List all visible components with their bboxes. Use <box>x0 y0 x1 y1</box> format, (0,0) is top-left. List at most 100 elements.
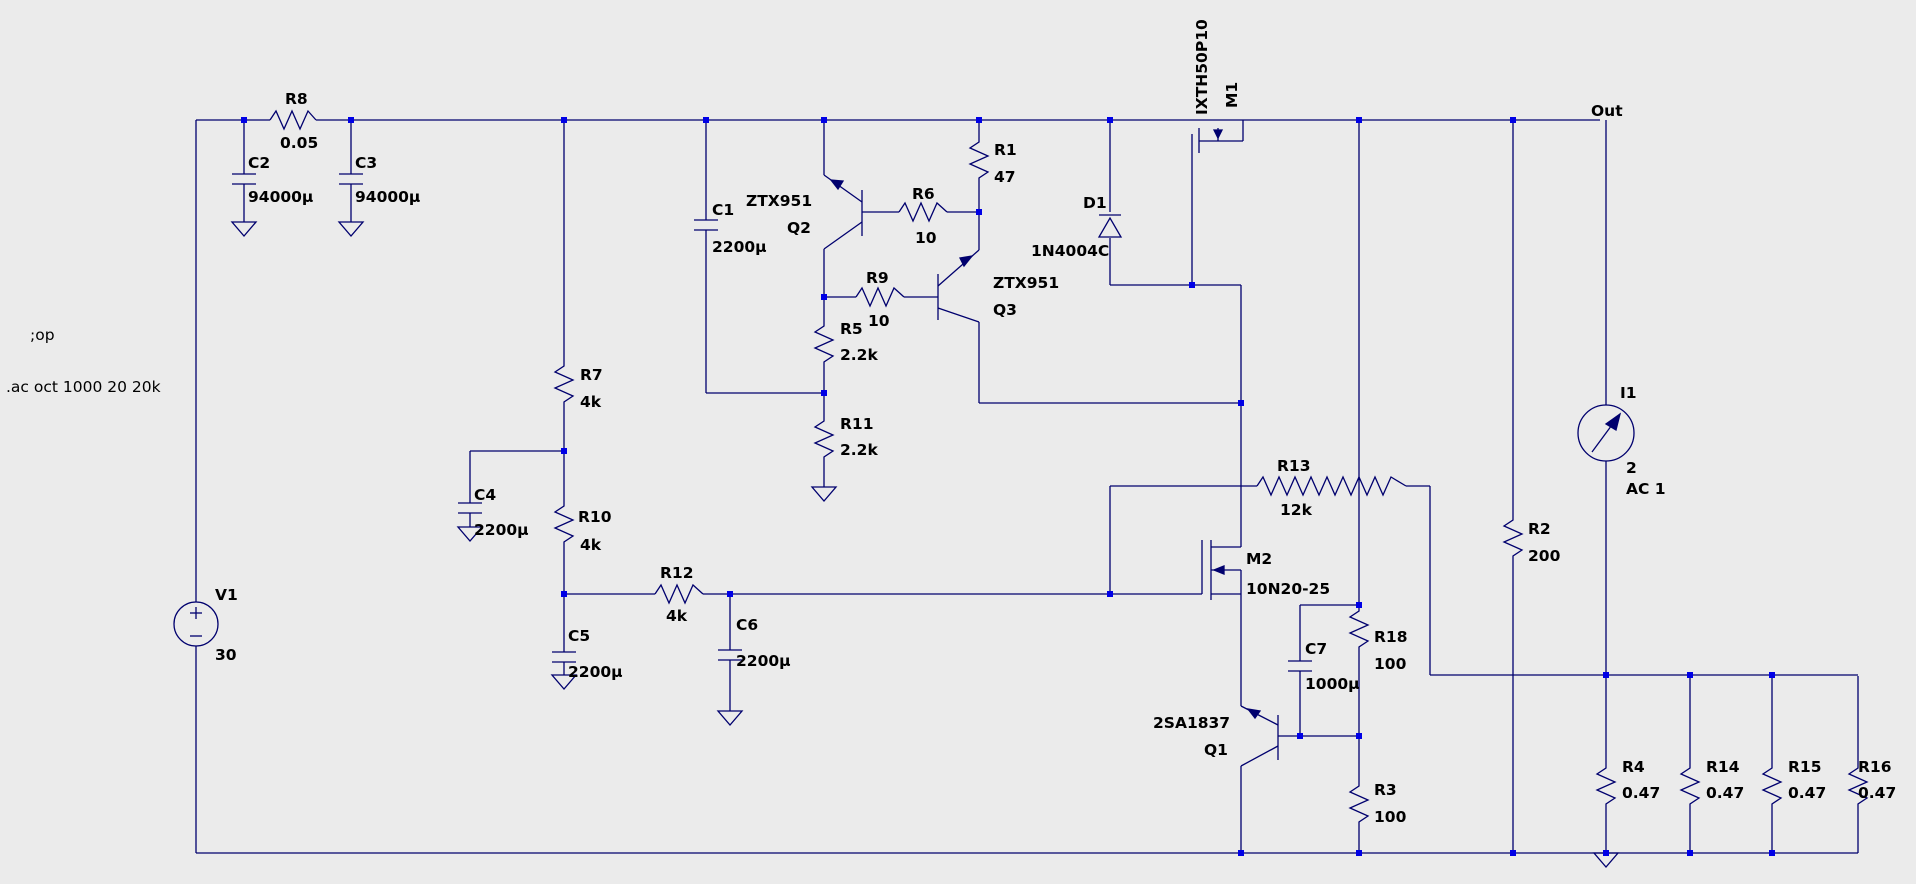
v1-voltage-source-symbol[interactable] <box>173 601 219 647</box>
ground-symbol <box>810 486 838 502</box>
c7-name-label: C7 <box>1305 640 1327 658</box>
r6-resistor-symbol[interactable] <box>898 201 948 223</box>
c4-capacitor-symbol[interactable] <box>458 502 482 514</box>
r15-name-label: R15 <box>1788 758 1822 776</box>
c1-capacitor-symbol[interactable] <box>694 219 718 231</box>
r8-resistor-symbol[interactable] <box>269 109 317 131</box>
r7-name-label: R7 <box>580 366 603 384</box>
d1-name-label: D1 <box>1083 194 1107 212</box>
op-directive[interactable]: ;op <box>30 326 55 344</box>
r2-resistor-symbol[interactable] <box>1502 514 1524 562</box>
r12-resistor-symbol[interactable] <box>654 583 704 605</box>
ground-symbol <box>550 674 578 690</box>
r11-value-label: 2.2k <box>840 441 878 459</box>
c6-name-label: C6 <box>736 616 758 634</box>
r14-resistor-symbol[interactable] <box>1679 762 1701 810</box>
q3-value-label: ZTX951 <box>993 274 1059 292</box>
r1-value-label: 47 <box>994 168 1016 186</box>
r4-value-label: 0.47 <box>1622 784 1660 802</box>
i1-current-source-symbol[interactable] <box>1577 404 1635 462</box>
r13-name-label: R13 <box>1277 457 1311 475</box>
r18-name-label: R18 <box>1374 628 1408 646</box>
d1-diode-symbol[interactable] <box>1097 214 1123 238</box>
r13-resistor-symbol[interactable] <box>1256 475 1407 497</box>
c7-capacitor-symbol[interactable] <box>1288 660 1312 672</box>
c5-capacitor-symbol[interactable] <box>552 651 576 663</box>
r18-value-label: 100 <box>1374 655 1407 673</box>
r11-name-label: R11 <box>840 415 874 433</box>
m1-mosfet-symbol[interactable] <box>1191 120 1244 155</box>
r16-value-label: 0.47 <box>1858 784 1896 802</box>
c5-value-label: 2200µ <box>568 663 623 681</box>
r12-name-label: R12 <box>660 564 694 582</box>
c2-value-label: 94000µ <box>248 188 313 206</box>
c1-value-label: 2200µ <box>712 238 767 256</box>
r14-value-label: 0.47 <box>1706 784 1744 802</box>
m2-mosfet-symbol[interactable] <box>1201 540 1242 600</box>
c4-value-label: 2200µ <box>474 521 529 539</box>
c5-name-label: C5 <box>568 627 590 645</box>
c2-name-label: C2 <box>248 154 270 172</box>
c1-name-label: C1 <box>712 201 734 219</box>
r6-value-label: 10 <box>915 229 937 247</box>
q3-name-label: Q3 <box>993 301 1017 319</box>
r10-name-label: R10 <box>578 508 612 526</box>
junction-dots <box>241 117 1775 856</box>
v1-name-label: V1 <box>215 586 238 604</box>
net-label-out[interactable]: Out <box>1591 102 1623 120</box>
q1-transistor-symbol[interactable] <box>1240 705 1279 767</box>
c3-capacitor-symbol[interactable] <box>339 173 363 185</box>
r5-name-label: R5 <box>840 320 863 338</box>
r4-name-label: R4 <box>1622 758 1645 776</box>
r16-resistor-symbol[interactable] <box>1847 762 1869 810</box>
c7-value-label: 1000µ <box>1305 675 1360 693</box>
c6-capacitor-symbol[interactable] <box>718 649 742 661</box>
r1-name-label: R1 <box>994 141 1017 159</box>
r2-value-label: 200 <box>1528 547 1561 565</box>
r10-resistor-symbol[interactable] <box>553 500 575 548</box>
c6-value-label: 2200µ <box>736 652 791 670</box>
r10-value-label: 4k <box>580 536 602 554</box>
r1-resistor-symbol[interactable] <box>968 136 990 184</box>
r5-value-label: 2.2k <box>840 346 878 364</box>
r9-resistor-symbol[interactable] <box>855 286 905 308</box>
r15-resistor-symbol[interactable] <box>1761 762 1783 810</box>
c3-value-label: 94000µ <box>355 188 420 206</box>
q1-value-label: 2SA1837 <box>1153 714 1230 732</box>
c2-capacitor-symbol[interactable] <box>232 173 256 185</box>
q2-transistor-symbol[interactable] <box>823 174 863 250</box>
q2-name-label: Q2 <box>787 219 811 237</box>
v1-value-label: 30 <box>215 646 237 664</box>
r3-resistor-symbol[interactable] <box>1348 780 1370 828</box>
i1-name-label: I1 <box>1620 384 1637 402</box>
r18-resistor-symbol[interactable] <box>1348 605 1370 653</box>
ac-directive[interactable]: .ac oct 1000 20 20k <box>6 378 161 396</box>
ground-symbol <box>337 221 365 237</box>
c4-name-label: C4 <box>474 486 496 504</box>
m2-value-label: 10N20-25 <box>1246 580 1330 598</box>
components <box>173 109 1869 868</box>
r9-name-label: R9 <box>866 269 889 287</box>
m1-value-label: IXTH50P10 <box>1193 19 1211 115</box>
r3-name-label: R3 <box>1374 781 1397 799</box>
r7-resistor-symbol[interactable] <box>553 360 575 408</box>
r7-value-label: 4k <box>580 393 602 411</box>
r2-name-label: R2 <box>1528 520 1551 538</box>
m2-name-label: M2 <box>1246 550 1272 568</box>
q2-value-label: ZTX951 <box>746 192 812 210</box>
r4-resistor-symbol[interactable] <box>1595 762 1617 810</box>
i1-ac-label: AC 1 <box>1626 480 1666 498</box>
c3-name-label: C3 <box>355 154 377 172</box>
r11-resistor-symbol[interactable] <box>813 415 835 463</box>
r8-name-label: R8 <box>285 90 308 108</box>
q3-transistor-symbol[interactable] <box>937 249 980 323</box>
directives: ;op .ac oct 1000 20 20k <box>6 326 161 396</box>
wires[interactable] <box>195 119 1859 854</box>
r5-resistor-symbol[interactable] <box>813 320 835 368</box>
r6-name-label: R6 <box>912 185 935 203</box>
i1-value-label: 2 <box>1626 459 1637 477</box>
r14-name-label: R14 <box>1706 758 1740 776</box>
m1-name-label: M1 <box>1223 82 1241 108</box>
